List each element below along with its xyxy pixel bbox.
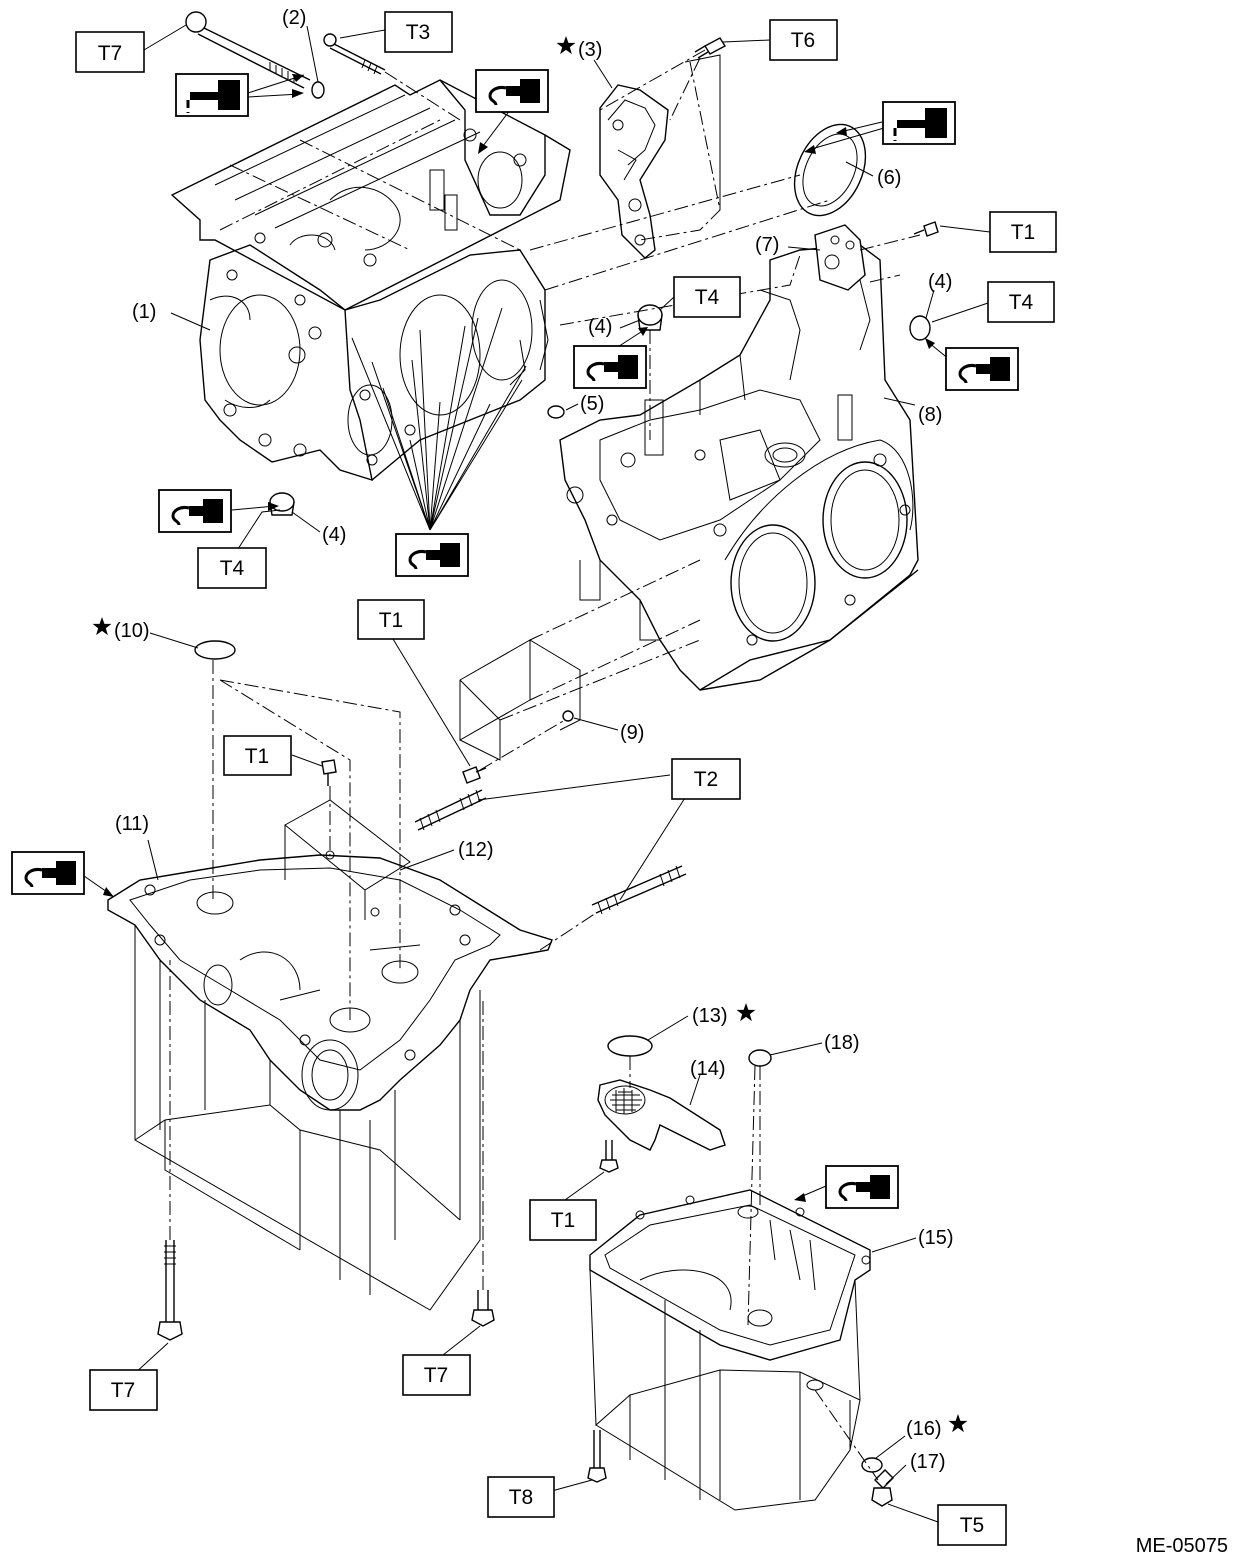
washer-2 (311, 81, 325, 99)
torque-label-t4-lower-left: T4 (197, 547, 267, 589)
baffle-plate-9 (459, 559, 701, 761)
callout-15: (15) (918, 1227, 954, 1249)
svg-text:T4: T4 (220, 557, 245, 580)
torque-label-t4-right: T4 (987, 281, 1055, 323)
bolt-t1-strainer (599, 1140, 619, 1173)
oil-pan-lower (589, 1189, 871, 1511)
plug-4-lower-left (269, 492, 295, 516)
torque-label-t1-baffle: T1 (223, 735, 292, 776)
torque-label-t1-strainer: T1 (529, 1199, 597, 1241)
bolt-t1-bracket (913, 221, 939, 237)
torque-label-t3: T3 (384, 11, 453, 53)
svg-text:T6: T6 (791, 29, 816, 52)
svg-text:T7: T7 (111, 1379, 136, 1402)
liquid-gasket-sealant-icon (824, 1164, 900, 1210)
stud-bolt-t2-upper (414, 789, 487, 831)
torque-label-t5: T5 (937, 1504, 1007, 1546)
svg-text:T8: T8 (509, 1486, 534, 1509)
callout-8: (8) (918, 404, 942, 426)
replace-part-star-icon (948, 1414, 968, 1433)
bolt-t3 (323, 33, 386, 75)
liquid-gasket-sealant-icon (157, 488, 233, 534)
svg-text:T3: T3 (406, 21, 431, 44)
torque-label-t7-left: T7 (89, 1369, 158, 1411)
bracket-7 (814, 224, 866, 291)
callout-1: (1) (132, 301, 156, 323)
liquid-gasket-sealant-icon (572, 344, 648, 390)
torque-label-t7-right: T7 (402, 1354, 471, 1396)
gasket-3 (599, 84, 669, 259)
callout-4-right: (4) (928, 271, 952, 293)
bolt-t6 (694, 37, 726, 59)
replace-part-star-icon (556, 36, 576, 55)
gasket-16 (861, 1457, 883, 1473)
cylinder-block-lh (559, 244, 919, 691)
plug-4-center (637, 304, 663, 331)
callout-2: (2) (282, 7, 306, 29)
plug-4-right (909, 315, 931, 341)
cylinder-block-rh (170, 79, 571, 482)
callout-16: (16) (906, 1418, 942, 1440)
bolt-t1-lower (462, 766, 487, 784)
liquid-gasket-sealant-icon (394, 532, 470, 578)
svg-text:T4: T4 (1009, 291, 1034, 314)
torque-label-t6: T6 (769, 19, 838, 61)
torque-label-t1-bracket: T1 (989, 211, 1057, 253)
callout-14: (14) (690, 1058, 726, 1080)
callout-7: (7) (755, 234, 779, 256)
liquid-gasket-sealant-icon (10, 850, 86, 896)
svg-text:T1: T1 (379, 609, 404, 632)
svg-text:T1: T1 (551, 1209, 576, 1232)
svg-text:T1: T1 (245, 745, 270, 768)
oil-seal-6 (793, 123, 867, 217)
svg-text:T7: T7 (424, 1364, 449, 1387)
callout-9: (9) (620, 722, 644, 744)
bolt-long-t7-top (185, 11, 311, 89)
svg-text:T1: T1 (1011, 221, 1036, 244)
svg-text:T2: T2 (694, 768, 719, 791)
torque-label-t4-center: T4 (673, 276, 741, 318)
replace-part-star-icon (736, 1003, 756, 1022)
leader-lines (132, 24, 991, 1523)
o-ring-10 (194, 640, 236, 660)
bolt-long-t7-left (157, 1240, 183, 1341)
stud-bolt-t2-lower (591, 865, 687, 915)
bolt-t1-baffle (321, 759, 337, 786)
callout-13: (13) (692, 1005, 728, 1027)
callout-3: (3) (578, 39, 602, 61)
liquid-gasket-sealant-icon (474, 68, 550, 114)
figure-code: ME-05075 (1136, 1535, 1228, 1557)
callout-12: (12) (458, 839, 494, 861)
oil-pan-upper (107, 854, 553, 1311)
washer-18 (748, 1049, 772, 1067)
replace-part-star-icon (92, 617, 112, 636)
callout-4-center: (4) (588, 316, 612, 338)
o-ring-13 (607, 1035, 653, 1057)
torque-label-t7-top: T7 (75, 31, 145, 73)
callout-11: (11) (115, 813, 149, 835)
svg-text:T7: T7 (98, 42, 123, 65)
oil-strainer-14 (597, 1079, 726, 1151)
callout-10: (10) (114, 620, 150, 642)
sealant-arrow-fan (351, 307, 527, 531)
svg-text:T4: T4 (695, 286, 720, 309)
callout-6: (6) (877, 167, 901, 189)
baffle-12 (284, 799, 411, 920)
callout-17: (17) (910, 1451, 946, 1473)
torque-label-t1-lower: T1 (357, 599, 425, 640)
bolt-t7-right (471, 1290, 495, 1327)
callout-5: (5) (580, 393, 604, 415)
torque-label-t8: T8 (487, 1476, 555, 1518)
svg-text:T5: T5 (960, 1514, 985, 1537)
engine-oil-can-icon (881, 100, 957, 146)
callout-18: (18) (824, 1032, 860, 1054)
callout-4-lower-left: (4) (322, 524, 346, 546)
o-ring-5 (547, 405, 565, 419)
bolt-t8 (587, 1430, 607, 1483)
engine-oil-can-icon (174, 72, 250, 118)
liquid-gasket-sealant-icon (944, 346, 1020, 392)
pointer-arrows (83, 74, 951, 1202)
torque-label-t2: T2 (671, 758, 741, 800)
